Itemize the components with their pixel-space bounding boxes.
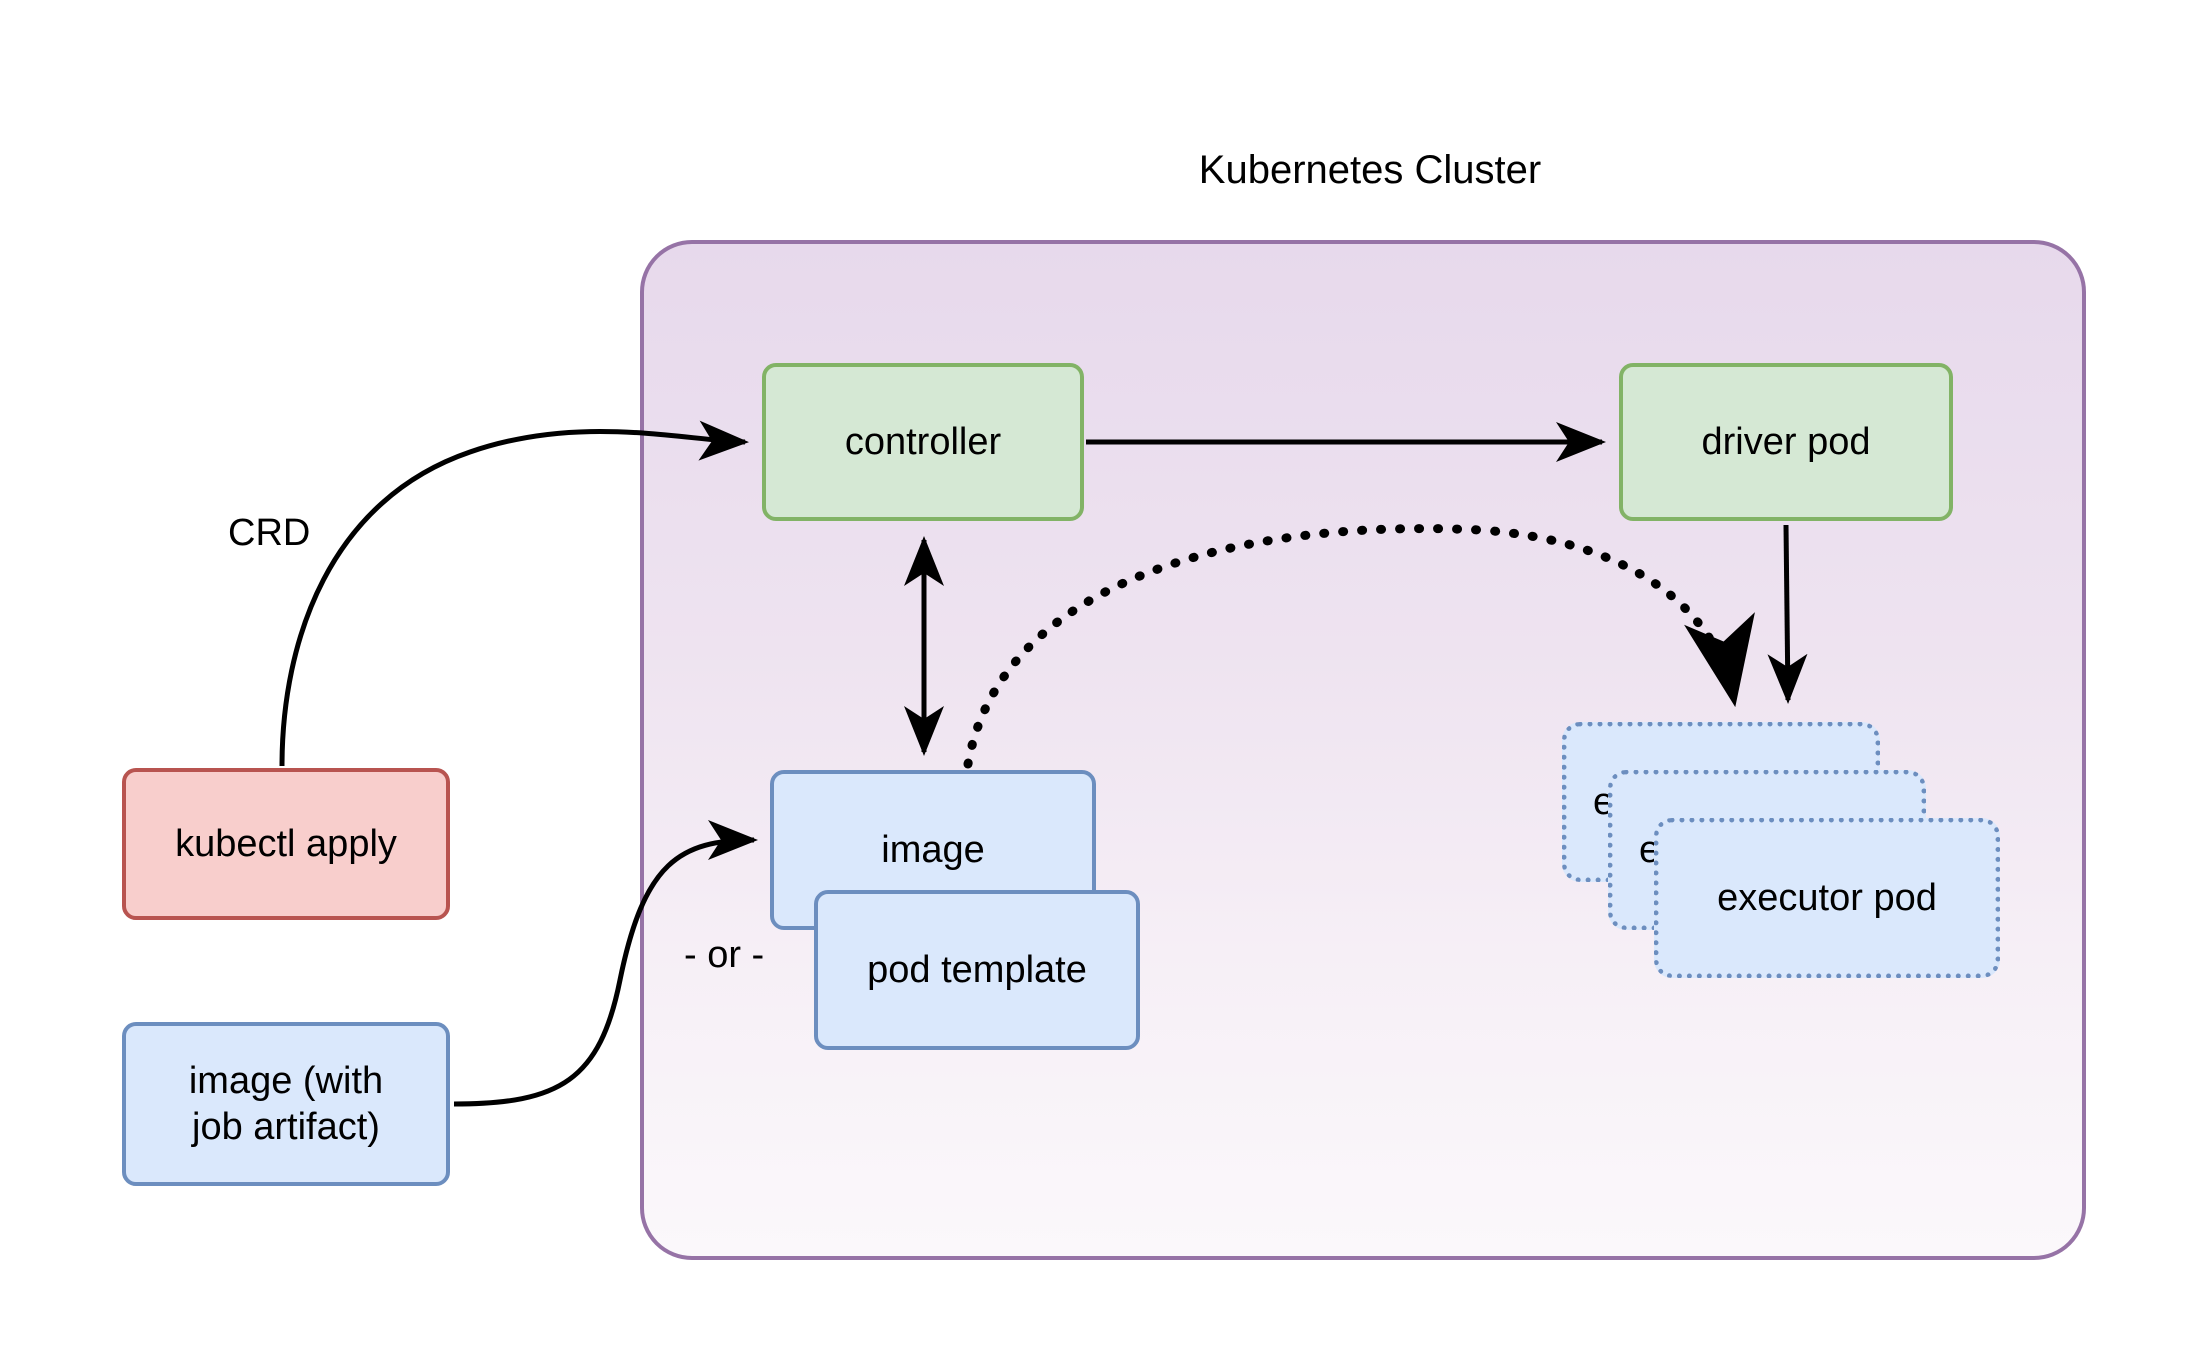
node-kubectl-apply-label: kubectl apply — [175, 822, 397, 865]
node-controller[interactable]: controller — [762, 363, 1084, 521]
edge-label-or: - or - — [684, 934, 765, 976]
node-image-with-job-artifact[interactable]: image (with job artifact) — [122, 1022, 450, 1186]
node-driver-pod-label: driver pod — [1701, 420, 1871, 463]
node-executor-pod-front[interactable]: executor pod — [1654, 818, 2000, 978]
node-image-job-line2: job artifact) — [192, 1106, 380, 1148]
node-executor-pod-front-label: executor pod — [1717, 876, 1937, 919]
cluster-title: Kubernetes Cluster — [1198, 148, 1542, 192]
node-image-label: image — [881, 828, 985, 871]
node-image-job-line1: image (with — [188, 1059, 384, 1102]
node-kubectl-apply[interactable]: kubectl apply — [122, 768, 450, 920]
node-controller-label: controller — [844, 420, 1002, 463]
edge-label-crd: CRD — [228, 512, 311, 554]
node-driver-pod[interactable]: driver pod — [1619, 363, 1953, 521]
node-pod-template-label: pod template — [867, 948, 1087, 991]
node-image-with-job-artifact-label: image (with job artifact) — [189, 1058, 383, 1151]
node-pod-template[interactable]: pod template — [814, 890, 1140, 1050]
